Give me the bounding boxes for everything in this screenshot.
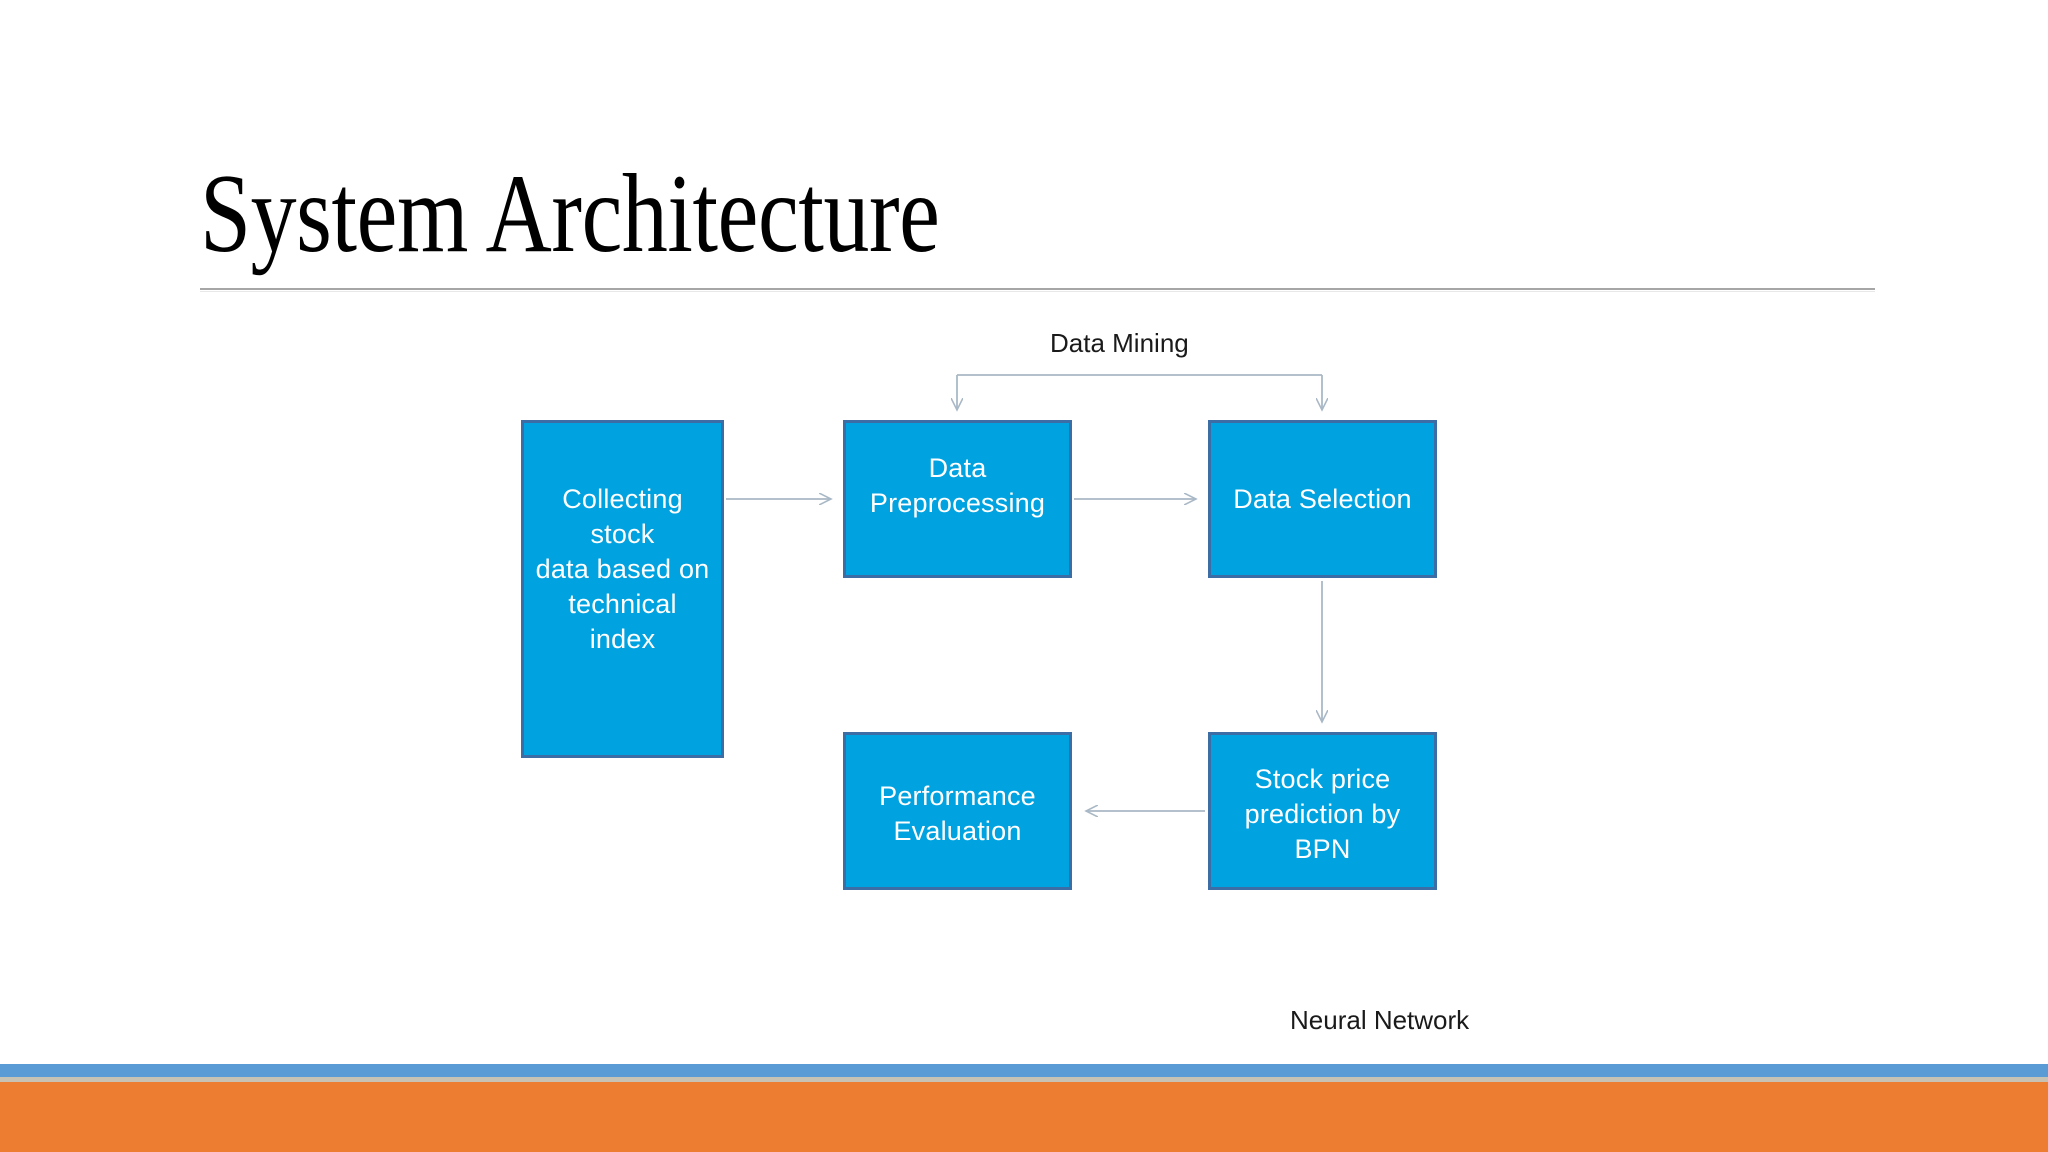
flow-box-label: Data Selection <box>1233 483 1412 514</box>
flow-box-collecting-stock-data[interactable]: Collecting stock data based on technical… <box>521 420 724 758</box>
diagram-caption-data-mining: Data Mining <box>1050 328 1189 358</box>
flow-box-label: Performance Evaluation <box>879 781 1036 846</box>
flow-box-data-selection[interactable]: Data Selection <box>1208 420 1437 578</box>
flow-box-label: Collecting stock data based on technical… <box>535 483 710 654</box>
footer-accent-bar-divider <box>0 1077 2048 1082</box>
flow-box-data-preprocessing[interactable]: Data Preprocessing <box>843 420 1072 578</box>
connector-data-mining-bracket <box>957 374 1322 410</box>
title-underline-rule <box>200 288 1875 292</box>
system-architecture-diagram: Collecting stock data based on technical… <box>0 300 2048 1060</box>
flow-box-performance-evaluation[interactable]: Performance Evaluation <box>843 732 1072 890</box>
flow-box-label: Stock price prediction by BPN <box>1244 763 1401 864</box>
footer-accent-bar-orange <box>0 1082 2048 1152</box>
flow-box-stock-price-prediction-bpn[interactable]: Stock price prediction by BPN <box>1208 732 1437 890</box>
diagram-caption-neural-network: Neural Network <box>1290 1005 1470 1035</box>
diagram-connectors <box>726 374 2048 1060</box>
footer-accent-bar-blue <box>0 1064 2048 1077</box>
flow-box-label: Data Preprocessing <box>869 453 1046 518</box>
page-title: System Architecture <box>200 152 940 276</box>
